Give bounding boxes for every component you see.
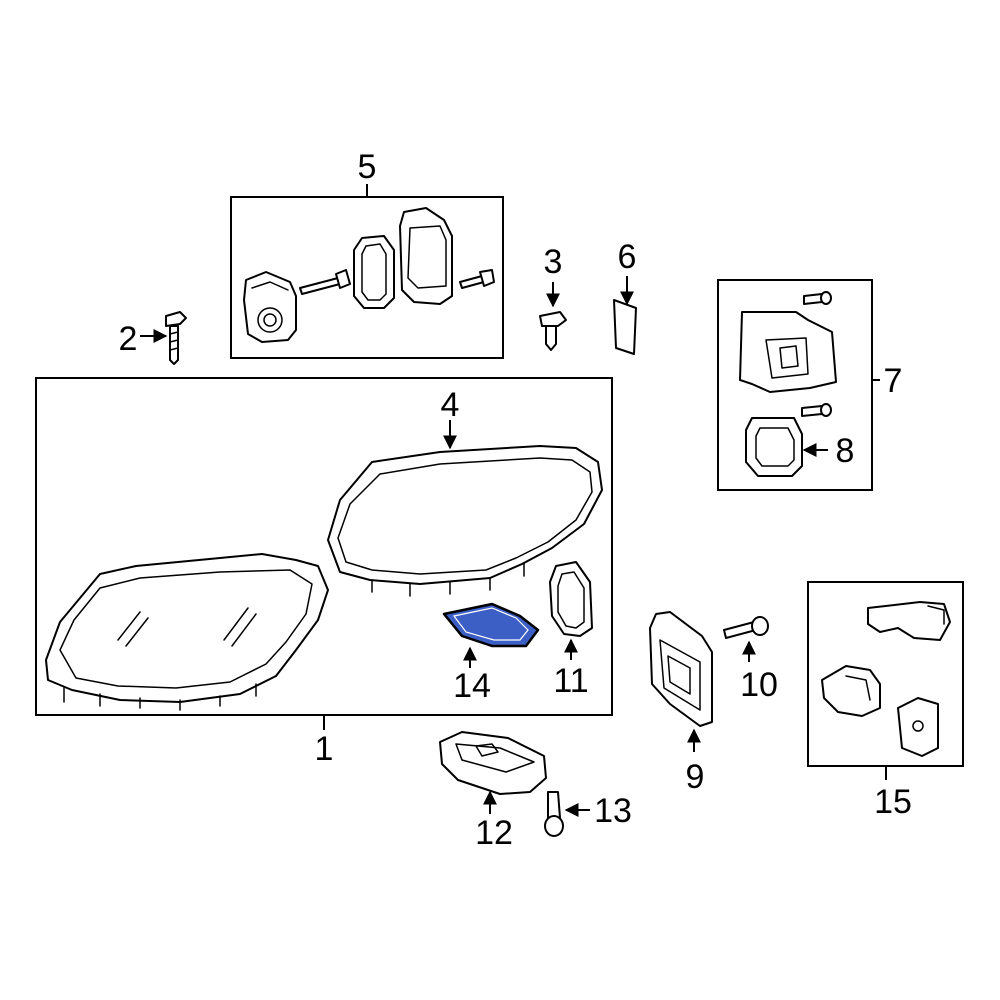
gasket-14[interactable] bbox=[442, 602, 540, 648]
clip-3[interactable] bbox=[539, 311, 567, 351]
ballast-module-9[interactable] bbox=[649, 611, 713, 727]
control-module-7[interactable] bbox=[739, 311, 837, 393]
led-module-12[interactable] bbox=[439, 731, 547, 795]
seal-ring-5[interactable] bbox=[353, 235, 395, 309]
bolt-long[interactable] bbox=[299, 269, 351, 295]
group-box-7 bbox=[717, 279, 873, 491]
callout-9[interactable]: 9 bbox=[686, 758, 705, 796]
screw-7-bottom[interactable] bbox=[801, 403, 832, 417]
seal-ring-8[interactable] bbox=[745, 417, 803, 477]
callout-4[interactable]: 4 bbox=[441, 386, 460, 424]
callout-1[interactable]: 1 bbox=[315, 730, 334, 768]
callout-2[interactable]: 2 bbox=[119, 320, 138, 358]
callout-14[interactable]: 14 bbox=[453, 667, 491, 705]
bracket-15-left[interactable] bbox=[821, 665, 881, 717]
callout-13[interactable]: 13 bbox=[594, 792, 632, 830]
lamp-housing-5[interactable] bbox=[399, 207, 453, 305]
bolt-13[interactable] bbox=[544, 791, 564, 837]
callout-6[interactable]: 6 bbox=[618, 238, 637, 276]
screw-7-top[interactable] bbox=[803, 291, 832, 305]
headlamp-lens[interactable] bbox=[45, 553, 329, 711]
callout-10[interactable]: 10 bbox=[740, 666, 778, 704]
screw-10[interactable] bbox=[723, 616, 769, 639]
callout-12[interactable]: 12 bbox=[475, 814, 513, 852]
callout-8[interactable]: 8 bbox=[836, 432, 855, 470]
label-plate-6[interactable] bbox=[613, 299, 637, 355]
headlamp-bezel-4[interactable] bbox=[327, 445, 603, 597]
actuator-motor[interactable] bbox=[243, 271, 297, 343]
seal-ring-11[interactable] bbox=[549, 561, 593, 637]
callout-3[interactable]: 3 bbox=[544, 243, 563, 281]
callout-15[interactable]: 15 bbox=[874, 783, 912, 821]
callout-5[interactable]: 5 bbox=[358, 148, 377, 186]
bolt-2[interactable] bbox=[165, 311, 187, 365]
bracket-15-right[interactable] bbox=[897, 697, 939, 757]
screw-5[interactable] bbox=[459, 269, 495, 289]
bracket-15-top[interactable] bbox=[867, 601, 951, 641]
callout-11[interactable]: 11 bbox=[553, 662, 588, 700]
callout-7[interactable]: 7 bbox=[884, 362, 903, 400]
